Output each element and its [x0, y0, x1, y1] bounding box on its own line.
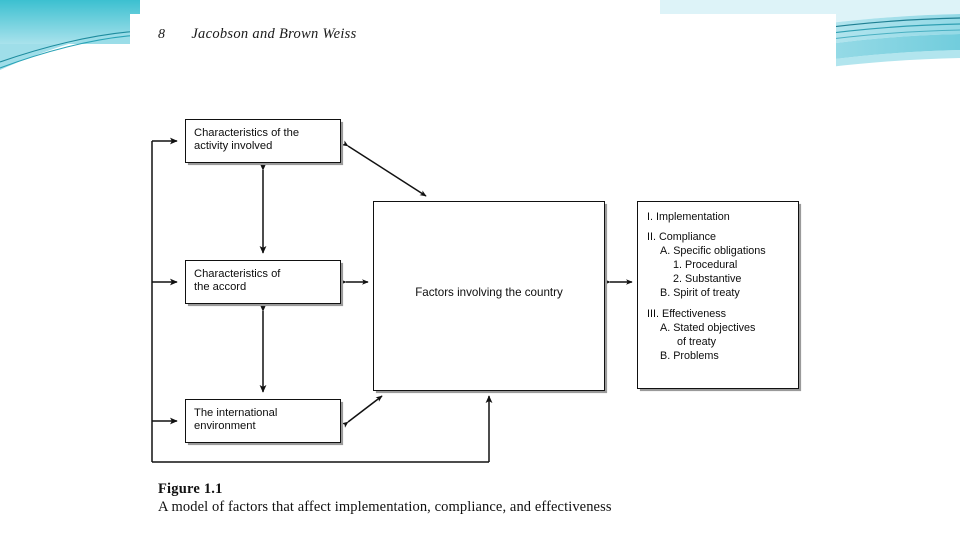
- node-factors-involving-country[interactable]: Factors involving the country: [373, 201, 605, 391]
- figure-caption: Figure 1.1 A model of factors that affec…: [158, 481, 818, 516]
- figure-diagram: Characteristics of the activity involved…: [130, 84, 836, 474]
- running-head-text: Jacobson and Brown Weiss: [191, 26, 357, 42]
- figure-caption-title: Figure 1.1: [158, 481, 223, 497]
- node-country-label: Factors involving the country: [415, 286, 563, 299]
- outcomes-item: 1. Procedural: [673, 259, 738, 272]
- outcomes-item: of treaty: [677, 335, 717, 348]
- outcomes-item: III. Effectiveness: [647, 307, 727, 320]
- node-international-environment[interactable]: The international environment: [185, 399, 341, 443]
- diagram-connectors: [151, 137, 633, 463]
- outcomes-item: I. Implementation: [647, 211, 730, 223]
- outcomes-item: B. Problems: [660, 349, 719, 362]
- node-activity-label: Characteristics of the activity involved: [194, 127, 300, 153]
- page-running-head: 8 Jacobson and Brown Weiss: [158, 26, 357, 43]
- decorative-corner-block: [0, 0, 140, 70]
- outcomes-item: 2. Substantive: [673, 273, 742, 286]
- outcomes-item: A. Specific obligations: [660, 245, 766, 258]
- outcomes-item: II. Compliance: [647, 231, 717, 244]
- outcomes-item: B. Spirit of treaty: [660, 287, 740, 300]
- node-characteristics-of-accord[interactable]: Characteristics of the accord: [185, 260, 341, 304]
- outcomes-item: A. Stated objectives: [660, 321, 756, 334]
- node-environment-label: The international environment: [194, 407, 278, 433]
- page-folio-number: 8: [158, 27, 166, 42]
- swoosh-left-icon: [0, 0, 140, 70]
- figure-caption-text: A model of factors that affect implement…: [158, 499, 612, 515]
- scanned-page-panel: 8 Jacobson and Brown Weiss: [130, 14, 836, 524]
- node-characteristics-of-activity[interactable]: Characteristics of the activity involved: [185, 119, 341, 163]
- node-accord-label: Characteristics of the accord: [194, 268, 281, 294]
